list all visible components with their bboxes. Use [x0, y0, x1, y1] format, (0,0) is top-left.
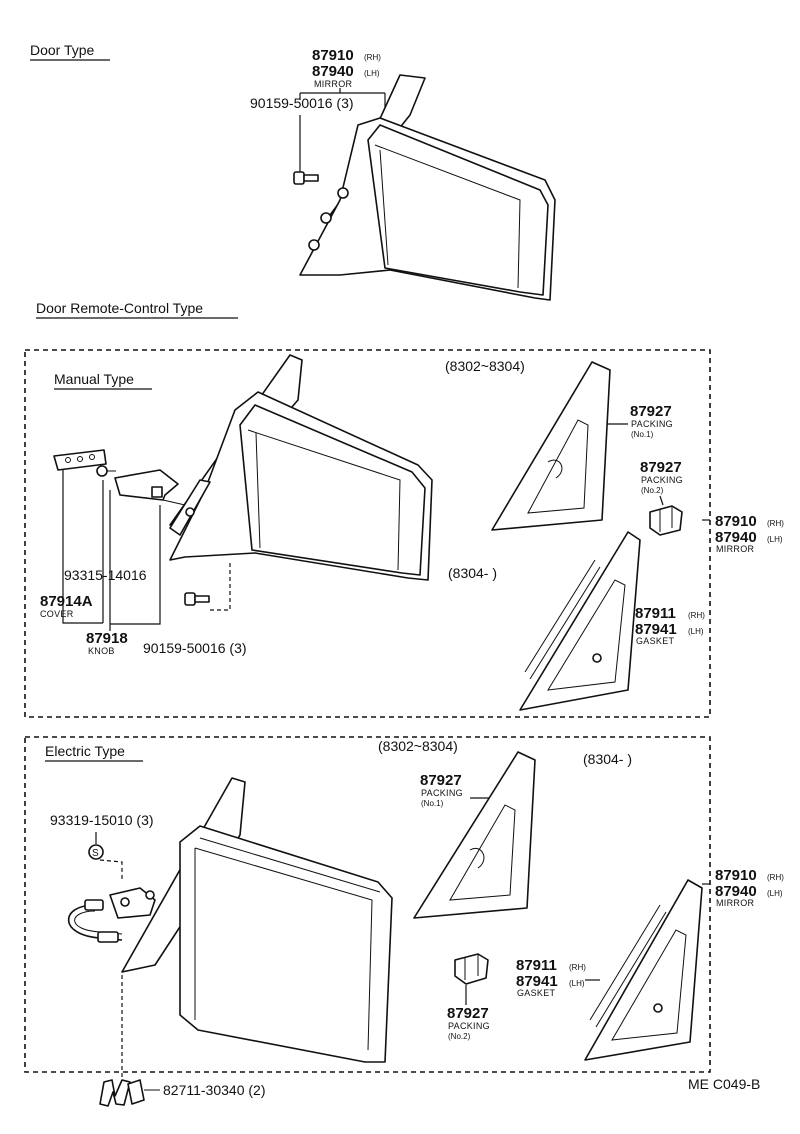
- manual-type-frame: [24, 349, 711, 718]
- electric-gasket-drawing: [584, 879, 703, 1061]
- electric-mirror-lh-number: 87940: [715, 883, 757, 900]
- manual-date-range-late: (8304- ): [448, 565, 497, 581]
- remote-control-title: Door Remote-Control Type: [36, 300, 203, 316]
- manual-knob-label: KNOB: [88, 646, 115, 656]
- manual-cover-label: COVER: [40, 609, 74, 619]
- door-mirror-drawing: [299, 74, 556, 301]
- manual-packing2-drawing: [649, 505, 683, 536]
- electric-nut-number: 93319-15010 (3): [50, 812, 154, 828]
- manual-gasket-lh-number: 87941: [635, 621, 677, 638]
- manual-mirror-lh-suffix: (LH): [767, 535, 783, 544]
- electric-packing2-no: (No.2): [448, 1032, 471, 1041]
- door-mirror-lh-number: 87940: [312, 63, 354, 80]
- electric-mirror-lh-suffix: (LH): [767, 889, 783, 898]
- electric-gasket-lh-number: 87941: [516, 973, 558, 990]
- electric-wire-harness: [67, 887, 156, 943]
- door-screw-icon: [293, 171, 319, 185]
- electric-packing1-no: (No.1): [421, 799, 444, 808]
- electric-mirror-rh-suffix: (RH): [767, 873, 784, 882]
- manual-screw-icon: [184, 592, 210, 606]
- manual-knob-number: 87918: [86, 630, 128, 647]
- manual-gasket-rh-number: 87911: [635, 605, 676, 622]
- manual-packing1-number: 87927: [630, 403, 672, 420]
- manual-mirror-rh-suffix: (RH): [767, 519, 784, 528]
- manual-packing2-no: (No.2): [641, 486, 664, 495]
- electric-date-range-early: (8302~8304): [378, 738, 458, 754]
- manual-knob-screw-number: 93315-14016: [64, 567, 147, 583]
- door-leader-lines: [299, 88, 386, 120]
- door-mirror-rh-suffix: (RH): [364, 53, 381, 62]
- manual-mirror-rh-number: 87910: [715, 513, 757, 530]
- electric-gasket-rh-suffix: (RH): [569, 963, 586, 972]
- clip-icon: [99, 1079, 160, 1107]
- electric-type-section: Electric Type (8302~8304) (8304- ) 93319…: [24, 736, 784, 1078]
- electric-packing2-label: PACKING: [448, 1021, 490, 1031]
- manual-packing2-label: PACKING: [641, 475, 683, 485]
- electric-packing1-number: 87927: [420, 772, 462, 789]
- manual-gasket-label: GASKET: [636, 636, 675, 646]
- manual-mirror-label: MIRROR: [716, 544, 754, 554]
- svg-text:S: S: [92, 848, 99, 859]
- door-screw-number: 90159-50016 (3): [250, 95, 354, 111]
- figure-code: ME C049-B: [688, 1076, 760, 1092]
- manual-knob-leaders: [109, 490, 161, 631]
- door-mirror-label: MIRROR: [314, 79, 352, 89]
- electric-packing1-drawing: [413, 751, 536, 919]
- electric-packing2-number: 87927: [447, 1005, 489, 1022]
- electric-nut-dash-line: [99, 859, 123, 880]
- manual-knob-screw-icon: [96, 465, 116, 477]
- manual-cover-number: 87914A: [40, 593, 93, 610]
- electric-mirror-rh-number: 87910: [715, 867, 757, 884]
- electric-type-frame: [24, 736, 711, 1073]
- manual-packing2-leader: [659, 495, 664, 506]
- electric-gasket-label: GASKET: [517, 988, 556, 998]
- electric-mirror-drawing: [121, 777, 393, 1063]
- manual-cover-drawing: [53, 449, 107, 471]
- manual-type-title: Manual Type: [54, 371, 134, 387]
- manual-gasket-rh-suffix: (RH): [688, 611, 705, 620]
- door-mirror-lh-suffix: (LH): [364, 69, 380, 78]
- manual-knob-drawing: [114, 469, 186, 506]
- electric-gasket-lh-suffix: (LH): [569, 979, 585, 988]
- manual-packing1-label: PACKING: [631, 419, 673, 429]
- electric-nut-icon: S: [88, 844, 104, 860]
- electric-packing2-drawing: [454, 953, 489, 985]
- manual-screw-number: 90159-50016 (3): [143, 640, 247, 656]
- electric-gasket-rh-number: 87911: [516, 957, 557, 974]
- manual-packing2-number: 87927: [640, 459, 682, 476]
- manual-date-range-early: (8302~8304): [445, 358, 525, 374]
- electric-packing1-label: PACKING: [421, 788, 463, 798]
- manual-screw-dash-line: [210, 563, 231, 611]
- electric-mirror-label: MIRROR: [716, 898, 754, 908]
- electric-type-title: Electric Type: [45, 743, 125, 759]
- door-type-section: Door Type 87910 (RH) 87940 (LH) MIRROR 9…: [30, 42, 556, 301]
- manual-packing1-no: (No.1): [631, 430, 654, 439]
- manual-mirror-drawing: [169, 354, 433, 581]
- manual-cover-leaders: [62, 470, 104, 624]
- manual-type-section: Manual Type (8302~8304) (8304- ) 87927 P…: [24, 349, 784, 718]
- clip-number: 82711-30340 (2): [163, 1082, 265, 1098]
- door-mirror-rh-number: 87910: [312, 47, 354, 64]
- manual-gasket-lh-suffix: (LH): [688, 627, 704, 636]
- electric-date-range-late: (8304- ): [583, 751, 632, 767]
- manual-packing1-drawing: [491, 361, 611, 531]
- manual-mirror-lh-number: 87940: [715, 529, 757, 546]
- manual-gasket-drawing: [519, 531, 641, 711]
- door-type-title: Door Type: [30, 42, 95, 58]
